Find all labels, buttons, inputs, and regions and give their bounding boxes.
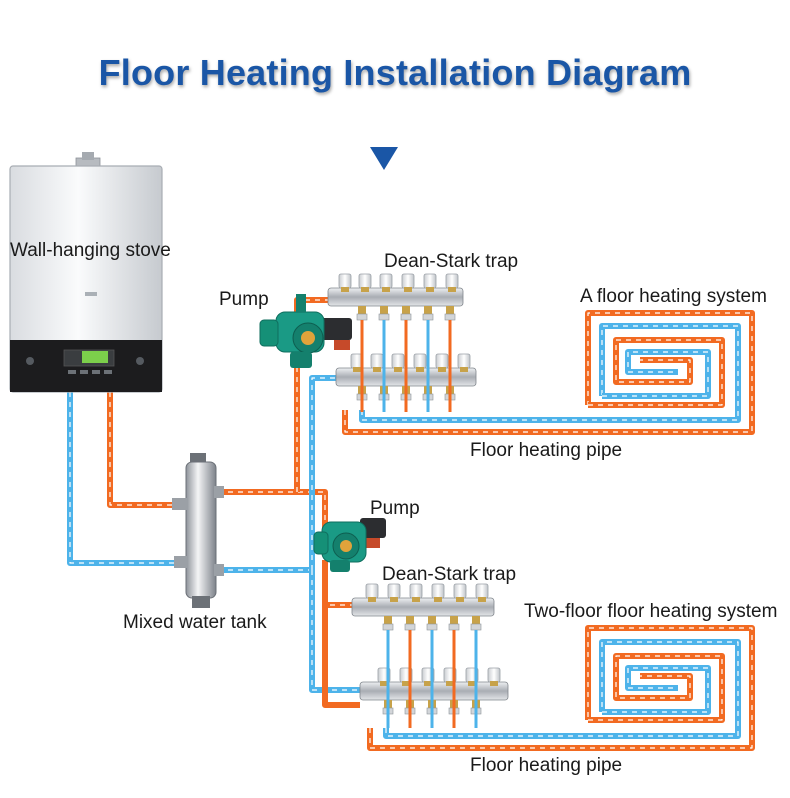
label-floor-heating-pipe-lower: Floor heating pipe (470, 755, 623, 776)
hot-pipe-tank-right (218, 489, 328, 535)
hot-pipe-boiler-tank (107, 392, 180, 508)
label-floor-heating-pipe-upper: Floor heating pipe (470, 440, 623, 461)
label-pump-upper: Pump (219, 289, 269, 310)
lower-floor-heating-coil (588, 653, 725, 723)
upper-pump (259, 294, 352, 368)
label-wall-hanging-stove: Wall-hanging stove (10, 240, 171, 261)
label-dean-stark-trap-lower: Dean-Stark trap (382, 564, 517, 585)
mixed-water-tank-unit (172, 453, 224, 608)
label-mixed-water-tank: Mixed water tank (123, 612, 267, 633)
upper-floor-heating-coil (588, 337, 725, 408)
label-dean-stark-trap-upper: Dean-Stark trap (384, 251, 519, 272)
label-pump-lower: Pump (370, 498, 420, 519)
lower-pump (313, 518, 386, 572)
label-a-floor-heating-system: A floor heating system (580, 286, 767, 307)
hot-pipe-upper-loop-feed (342, 310, 755, 435)
label-two-floor-heating-system: Two-floor floor heating system (524, 601, 778, 622)
lower-manifold (351, 583, 509, 728)
diagram-title: Floor Heating Installation Diagram (98, 52, 692, 93)
cold-pipe-boiler-tank (67, 392, 182, 566)
cold-pipe-lower-riser (309, 570, 362, 693)
pointer-triangle (370, 147, 398, 170)
pipe-network (67, 297, 755, 751)
wall-hanging-stove-unit (9, 152, 163, 393)
upper-manifold (327, 273, 477, 412)
